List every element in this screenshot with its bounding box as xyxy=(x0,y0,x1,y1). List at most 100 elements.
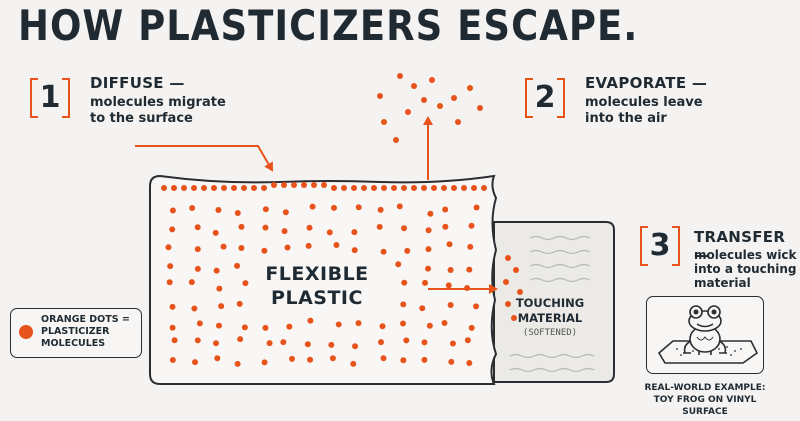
step-3-number: 3 xyxy=(640,226,680,266)
molecule-dot xyxy=(455,119,461,125)
step-2-line-2: into the air xyxy=(585,111,667,126)
molecule-dot xyxy=(421,97,427,103)
molecule-dot xyxy=(335,321,342,328)
molecule-dot xyxy=(261,359,268,366)
molecule-dot xyxy=(241,185,247,191)
molecule-dot xyxy=(165,244,172,251)
molecule-dot xyxy=(289,355,296,362)
molecule-dot xyxy=(445,282,452,289)
molecule-dot xyxy=(467,85,473,91)
molecule-dot xyxy=(471,185,477,191)
molecule-dot xyxy=(517,289,523,295)
molecule-dot xyxy=(411,185,417,191)
molecule-dot xyxy=(351,229,358,236)
molecule-dot xyxy=(194,265,201,272)
molecule-dot xyxy=(271,182,277,188)
molecule-dot xyxy=(449,340,456,347)
molecule-dot xyxy=(169,207,176,214)
touching-material-sub: (SOFTENED) xyxy=(522,328,578,338)
molecule-dot xyxy=(189,204,196,211)
molecule-dot xyxy=(447,266,454,273)
molecule-dot xyxy=(421,339,428,346)
molecule-dot xyxy=(218,303,225,310)
molecule-dot xyxy=(376,223,383,230)
plastic-label-line-2: PLASTIC xyxy=(271,287,363,309)
molecule-dot xyxy=(377,93,383,99)
molecule-dot xyxy=(446,241,453,248)
molecule-dot xyxy=(461,185,467,191)
molecule-dot xyxy=(341,185,347,191)
molecule-dot xyxy=(216,285,223,292)
molecule-dot xyxy=(326,229,333,236)
step-3-line-3: material xyxy=(694,276,751,290)
molecule-dot xyxy=(355,320,362,327)
molecule-dot xyxy=(251,185,257,191)
plastic-label-line-1: FLEXIBLE xyxy=(265,263,369,285)
molecule-dot xyxy=(421,185,427,191)
legend-box: ORANGE DOTS = PLASTICIZER MOLECULES xyxy=(10,308,142,358)
molecule-dot xyxy=(284,244,291,251)
molecule-dot xyxy=(231,185,237,191)
molecule-dot xyxy=(405,109,411,115)
diffuse-arrow xyxy=(135,145,274,172)
molecule-dot xyxy=(286,323,293,330)
molecule-dot xyxy=(401,185,407,191)
molecule-dot xyxy=(214,355,221,362)
molecule-dot xyxy=(191,305,198,312)
molecule-dot xyxy=(311,182,317,188)
molecule-dot xyxy=(442,223,449,230)
molecule-dot xyxy=(220,243,227,250)
molecule-dot xyxy=(503,279,509,285)
legend-line-3: MOLECULES xyxy=(41,338,106,349)
molecule-dot xyxy=(421,356,428,363)
molecule-dot xyxy=(380,355,387,362)
molecule-dot xyxy=(169,226,176,233)
step-3-line-1: molecules wick xyxy=(694,248,797,262)
molecule-dot xyxy=(464,337,471,344)
molecule-dot xyxy=(171,185,177,191)
molecule-dot xyxy=(381,185,387,191)
molecule-dot xyxy=(441,185,447,191)
molecule-dot xyxy=(196,320,203,327)
example-box xyxy=(646,296,764,374)
legend-line-1: ORANGE DOTS = xyxy=(41,314,130,325)
step-3-desc: molecules wick into a touching material xyxy=(694,248,797,290)
molecule-dot xyxy=(477,105,483,111)
molecule-dot xyxy=(361,185,367,191)
molecule-dot xyxy=(262,206,269,213)
example-caption: REAL-WORLD EXAMPLE: TOY FROG ON VINYL SU… xyxy=(630,382,780,418)
molecule-dot xyxy=(448,358,455,365)
molecule-dot xyxy=(379,323,386,330)
touching-label-line-1: TOUCHING xyxy=(515,296,585,310)
molecule-dot xyxy=(261,247,268,254)
molecule-dot xyxy=(221,185,227,191)
legend-dot-icon xyxy=(19,325,33,339)
molecule-dot xyxy=(262,324,269,331)
molecule-dot xyxy=(241,324,248,331)
step-3-line-2: into a touching xyxy=(694,262,797,276)
molecule-dot xyxy=(425,227,432,234)
molecule-dot xyxy=(181,185,187,191)
molecule-dot xyxy=(511,315,517,321)
molecule-dot xyxy=(400,320,407,327)
molecule-dot xyxy=(422,279,429,286)
legend-text: ORANGE DOTS = PLASTICIZER MOLECULES xyxy=(41,314,130,350)
molecule-dot xyxy=(307,317,314,324)
molecule-dot xyxy=(306,224,313,231)
molecule-dot xyxy=(305,242,312,249)
molecule-dot xyxy=(192,359,199,366)
molecule-dot xyxy=(505,255,511,261)
molecule-dot xyxy=(451,185,457,191)
molecule-dot xyxy=(201,185,207,191)
step-1-heading: DIFFUSE — xyxy=(90,74,185,92)
molecule-dot xyxy=(282,209,289,216)
molecule-dot xyxy=(234,210,241,217)
molecule-dot xyxy=(395,261,402,268)
molecule-dot xyxy=(391,185,397,191)
molecule-dot xyxy=(431,185,437,191)
molecule-dot xyxy=(211,185,217,191)
molecule-dot xyxy=(212,229,219,236)
molecule-dot xyxy=(281,182,287,188)
step-1-number: 1 xyxy=(30,78,70,118)
